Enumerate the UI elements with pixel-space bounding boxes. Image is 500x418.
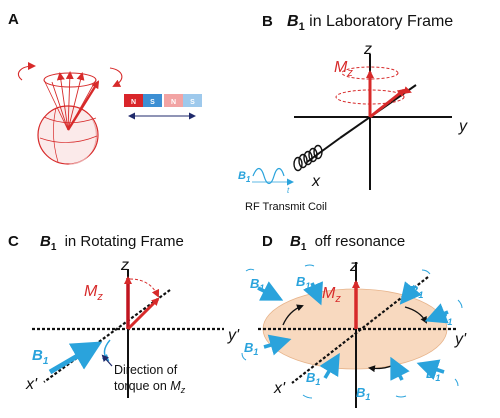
panel-b-mz-label: Mz bbox=[334, 59, 353, 79]
panel-d-b1-label: B1 bbox=[244, 340, 258, 357]
panel-c-axis-x: x' bbox=[25, 376, 38, 393]
panel-d-b1-vectors bbox=[257, 281, 449, 381]
panel-c-torque-line2: torque on Mz bbox=[114, 379, 186, 395]
magnet-left-n: N bbox=[131, 99, 136, 106]
panel-d-letter: D bbox=[262, 233, 273, 250]
panel-b: B B1 in Laboratory Frame z y x Mz B1 bbox=[238, 13, 468, 213]
panel-c-torque-pointer bbox=[101, 354, 113, 367]
panel-c-torque-arc bbox=[101, 339, 111, 362]
panel-b-title: B1 in Laboratory Frame bbox=[287, 13, 453, 33]
panel-d-b1-labels: B1 B1 B1 B1 B1 B1 B1 B1 bbox=[244, 274, 452, 402]
panel-d-b1-label: B1 bbox=[438, 310, 452, 327]
rf-coil bbox=[293, 144, 323, 172]
panel-a: A N S bbox=[8, 11, 202, 165]
panel-d-mz-label: Mz bbox=[322, 285, 341, 305]
panel-b-b1-label: B1 bbox=[238, 170, 251, 184]
rf-wave bbox=[252, 167, 285, 185]
panel-b-axes bbox=[294, 54, 452, 190]
panel-c-tipped-vector bbox=[126, 297, 160, 331]
panel-d-b1-label: B1 bbox=[306, 370, 320, 387]
panel-d-b1-tick-arcs bbox=[241, 264, 463, 399]
panel-a-letter: A bbox=[8, 11, 19, 28]
bar-magnet-left: N S bbox=[124, 94, 162, 107]
panel-c-b1-vector bbox=[48, 341, 103, 375]
panel-b-axis-z: z bbox=[363, 41, 372, 58]
panel-c: C B1 in Rotating Frame z y' x' Mz B1 Dir… bbox=[8, 233, 240, 398]
magnet-left-s: S bbox=[150, 99, 155, 106]
precession-cone bbox=[17, 62, 123, 131]
panel-d-b1-label: B1 bbox=[409, 283, 423, 300]
rf-time-label: t bbox=[287, 186, 290, 195]
panel-d-b1-label: B1 bbox=[296, 274, 310, 291]
panel-d-title: B1 off resonance bbox=[290, 233, 405, 253]
panel-c-b1-label: B1 bbox=[32, 347, 49, 367]
panel-c-torque-line1: Direction of bbox=[114, 363, 178, 377]
panel-d-axis-y: y' bbox=[454, 331, 467, 348]
panel-d: D B1 off resonance z y' x' Mz bbox=[241, 233, 467, 408]
panel-b-axis-y: y bbox=[458, 118, 468, 135]
spin-sphere bbox=[37, 105, 99, 165]
panel-c-letter: C bbox=[8, 233, 19, 250]
panel-b-tipped-vector bbox=[369, 88, 406, 119]
panel-b-rotation-arrow bbox=[397, 86, 412, 97]
panel-d-axis-z: z bbox=[349, 258, 358, 275]
panel-b-axis-x: x bbox=[311, 173, 321, 190]
panel-d-b1-label: B1 bbox=[356, 385, 370, 402]
panel-d-b1-label: B1 bbox=[250, 276, 264, 293]
rf-coil-caption: RF Transmit Coil bbox=[245, 201, 327, 213]
panel-c-nutation-arc bbox=[129, 278, 160, 298]
panel-c-title: B1 in Rotating Frame bbox=[40, 233, 184, 253]
magnet-right-n: N bbox=[171, 99, 176, 106]
panel-c-mz-label: Mz bbox=[84, 283, 103, 303]
panel-d-b1-label: B1 bbox=[426, 366, 440, 383]
panel-b-letter: B bbox=[262, 13, 273, 30]
panel-c-axis-y: y' bbox=[227, 327, 240, 344]
panel-d-axis-x: x' bbox=[273, 380, 286, 397]
magnet-right-s: S bbox=[190, 99, 195, 106]
panel-c-axis-z: z bbox=[120, 257, 129, 274]
bar-magnet-right: N S bbox=[164, 94, 202, 107]
